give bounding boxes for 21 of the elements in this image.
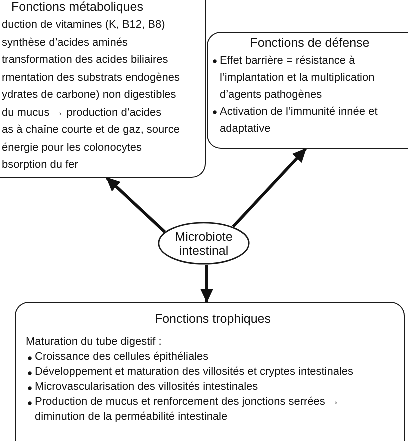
arrow	[106, 176, 166, 234]
text-line: duction de vitamines (K, B12, B8)	[2, 18, 166, 33]
text-line: transformation des acides biliaires	[2, 53, 170, 68]
text-line: as à chaîne courte et de gaz, source	[2, 123, 181, 138]
box-title: Fonctions trophiques	[154, 311, 272, 327]
text-line: énergie pour les colonocytes	[2, 140, 144, 156]
ellipse-node	[158, 222, 250, 265]
text-line: rmentation des substrats endogènes	[2, 70, 181, 86]
text-line: bsorption du fer	[2, 158, 80, 173]
text-line: ydrates de carbone) non digestibles	[2, 88, 178, 103]
text-line: du mucus → production d’acides	[2, 106, 163, 120]
arrow	[200, 265, 214, 303]
text-line: synthèse d’acides aminés	[2, 36, 129, 50]
arrow	[232, 148, 308, 228]
info-box	[0, 0, 206, 178]
info-box	[15, 302, 405, 441]
info-box	[207, 32, 408, 149]
box-title: Fonctions de défense	[249, 35, 371, 51]
node-label: Microbiote intestinal	[174, 230, 234, 258]
subheading: Maturation du tube digestif :	[26, 335, 163, 350]
box-title: Fonctions métaboliques	[10, 0, 145, 15]
